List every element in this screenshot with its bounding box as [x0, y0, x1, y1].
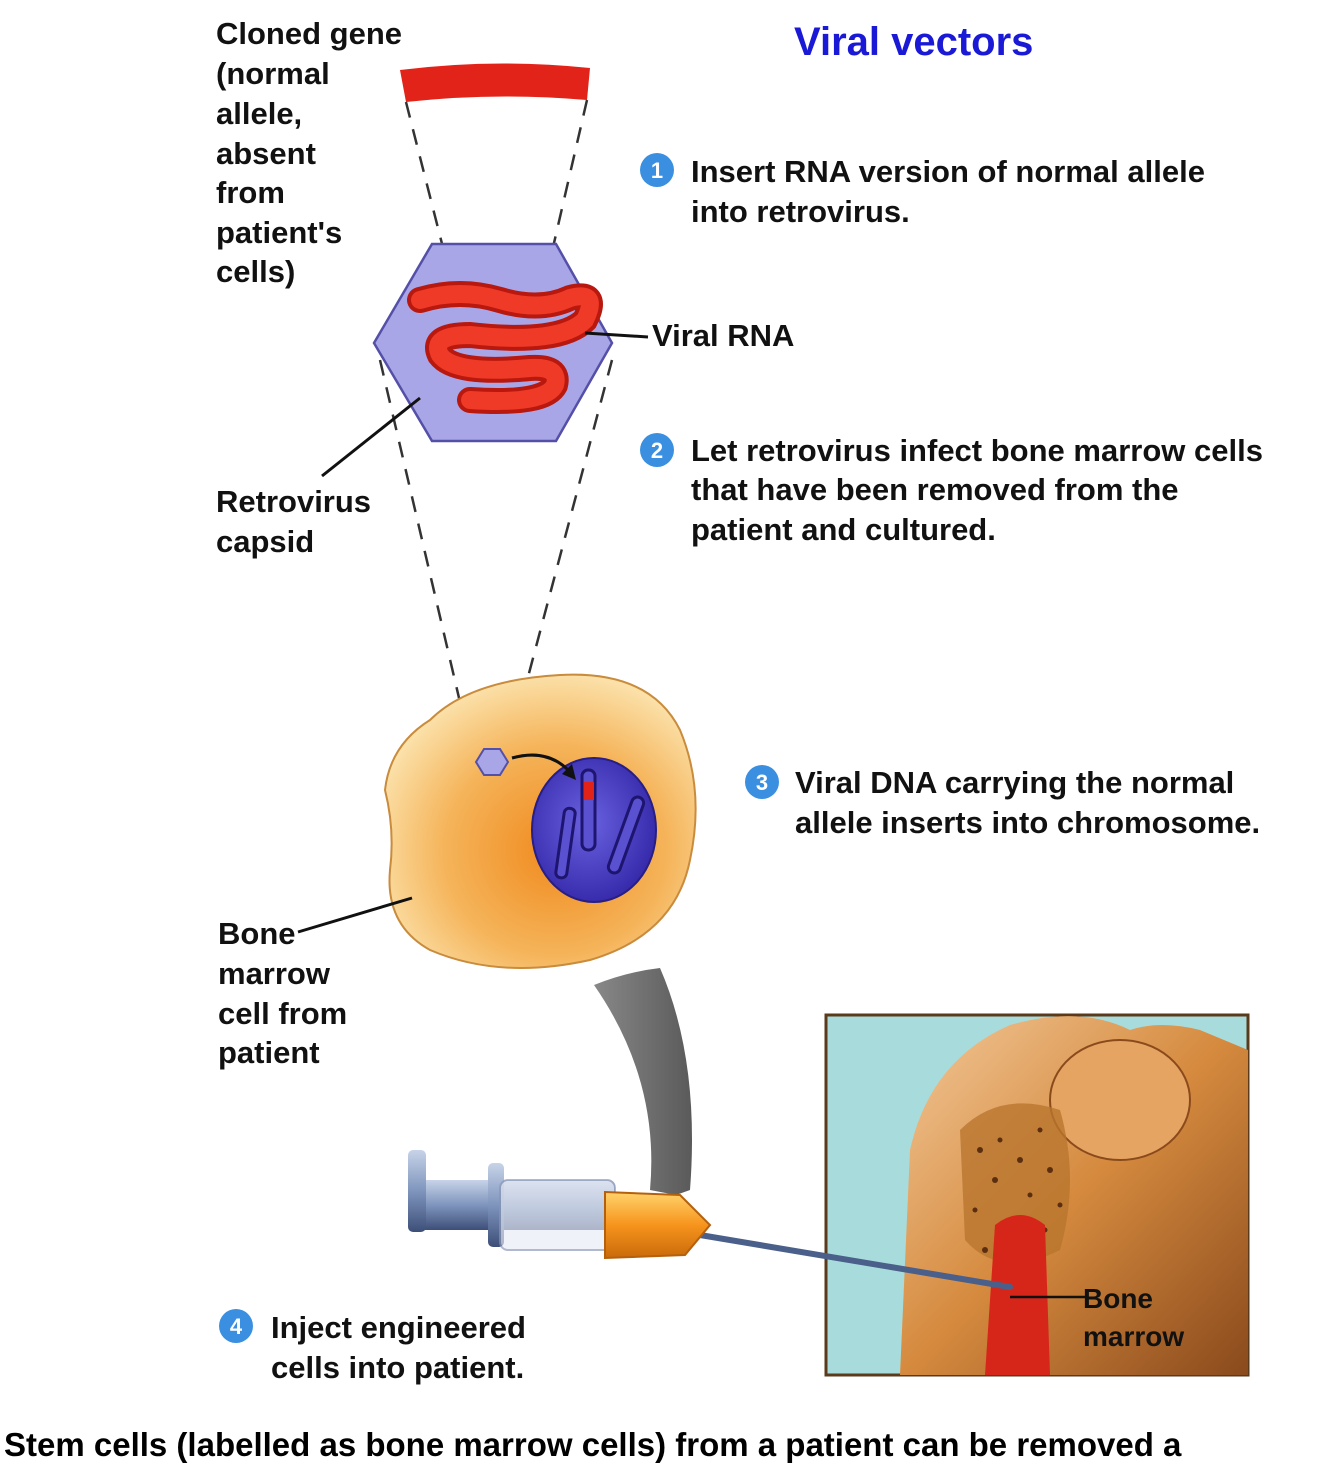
cloned-gene-label-line: allele,	[216, 96, 302, 131]
cell-label-line: marrow	[218, 956, 331, 991]
syringe-fluid	[604, 1190, 712, 1260]
cloned-gene-label-line: from	[216, 175, 285, 210]
step-text-line: Inject engineered	[271, 1310, 526, 1345]
syringe	[408, 1150, 1013, 1290]
cloned-gene-label-line: patient's	[216, 215, 342, 250]
step-text-line: Viral DNA carrying the normal	[795, 765, 1234, 800]
viral-rna-label: Viral RNA	[652, 318, 794, 353]
step-badge	[640, 153, 674, 187]
step-badge	[219, 1309, 253, 1343]
step-4: 4 Inject engineered cells into patient.	[219, 1309, 526, 1385]
step-number: 4	[230, 1314, 243, 1339]
capsid-leader-line	[321, 396, 421, 478]
cloned-gene-label: Cloned gene (normal allele, absent from …	[216, 16, 402, 289]
bone-head	[1049, 1039, 1191, 1161]
cloned-gene-label-line: (normal	[216, 56, 330, 91]
cell-leader-line	[297, 896, 413, 934]
syringe-barrel	[499, 1179, 616, 1251]
step-1: 1 Insert RNA version of normal allele in…	[640, 153, 1205, 229]
cell-label-line: patient	[218, 1035, 320, 1070]
step-text-line: allele inserts into chromosome.	[795, 805, 1260, 840]
capsid-label-line: Retrovirus	[216, 484, 371, 519]
bone-marrow-label-line: Bone	[1083, 1283, 1153, 1314]
chromosomes	[554, 768, 646, 880]
viral-rna-leader-line	[584, 331, 649, 339]
bone-marrow-label-line: marrow	[1083, 1321, 1184, 1352]
viral-rna-highlight	[411, 285, 599, 410]
step-text-line: patient and cultured.	[691, 512, 996, 547]
step-text-line: that have been removed from the	[691, 472, 1179, 507]
syringe-needle	[697, 1232, 1013, 1290]
cell-label-line: Bone	[218, 916, 296, 951]
step-2: 2 Let retrovirus infect bone marrow cell…	[640, 433, 1263, 547]
virus-particle	[474, 748, 510, 776]
cloned-gene-label-line: Cloned gene	[216, 16, 402, 51]
step-text-line: cells into patient.	[271, 1350, 524, 1385]
cloned-gene-label-line: cells)	[216, 254, 295, 289]
diagram-title: Viral vectors	[794, 20, 1033, 64]
step-number: 3	[756, 770, 768, 795]
step-badge	[745, 765, 779, 799]
step-number: 2	[651, 438, 663, 463]
step-text-line: Let retrovirus infect bone marrow cells	[691, 433, 1263, 468]
syringe-thumb-rest	[408, 1150, 426, 1232]
cell-label-line: cell from	[218, 996, 347, 1031]
transfer-arrow	[594, 968, 692, 1195]
bone-inset: Bone marrow	[824, 1013, 1250, 1377]
step-text-line: into retrovirus.	[691, 194, 910, 229]
step-text-line: Insert RNA version of normal allele	[691, 154, 1205, 189]
inserted-allele	[584, 782, 594, 800]
bone-marrow-cavity	[985, 1215, 1050, 1375]
step-number: 1	[651, 158, 663, 183]
figure-caption: Stem cells (labelled as bone marrow cell…	[4, 1426, 1182, 1463]
insertion-arrow-head	[562, 764, 576, 780]
step-badge	[640, 433, 674, 467]
cloned-gene-bar	[400, 63, 590, 102]
capsid-label-line: capsid	[216, 524, 314, 559]
dashed-zoom-lines	[378, 99, 614, 746]
cloned-gene-label-line: absent	[216, 136, 316, 171]
step-3: 3 Viral DNA carrying the normal allele i…	[745, 765, 1260, 840]
insertion-arrow	[511, 753, 572, 774]
bone-spongy-texture	[960, 1103, 1070, 1263]
